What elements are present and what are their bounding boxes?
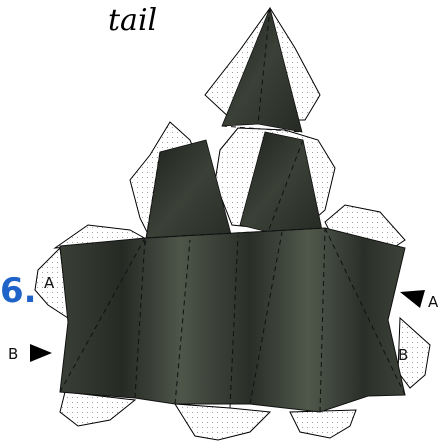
arrow-right-icon [30, 344, 52, 362]
diagram-title: tail [108, 3, 157, 38]
label-b-right: B [398, 346, 408, 364]
label-a-right: A [428, 293, 439, 311]
spike-top [221, 6, 303, 133]
step-number: 6. [0, 271, 37, 311]
arrow-left-icon [400, 290, 425, 308]
glue-tab-bottom-right [289, 409, 357, 439]
label-a-left: A [44, 274, 55, 292]
tail-body [59, 227, 406, 413]
fold-lines [59, 7, 406, 413]
glue-tab-bottom-middle [174, 403, 272, 441]
glue-tab-right-side [397, 316, 431, 389]
label-b-left: B [8, 345, 18, 363]
alignment-markers: A B A B [8, 274, 439, 364]
tail-spikes [144, 6, 323, 246]
glue-tab-bottom-left [59, 391, 137, 427]
